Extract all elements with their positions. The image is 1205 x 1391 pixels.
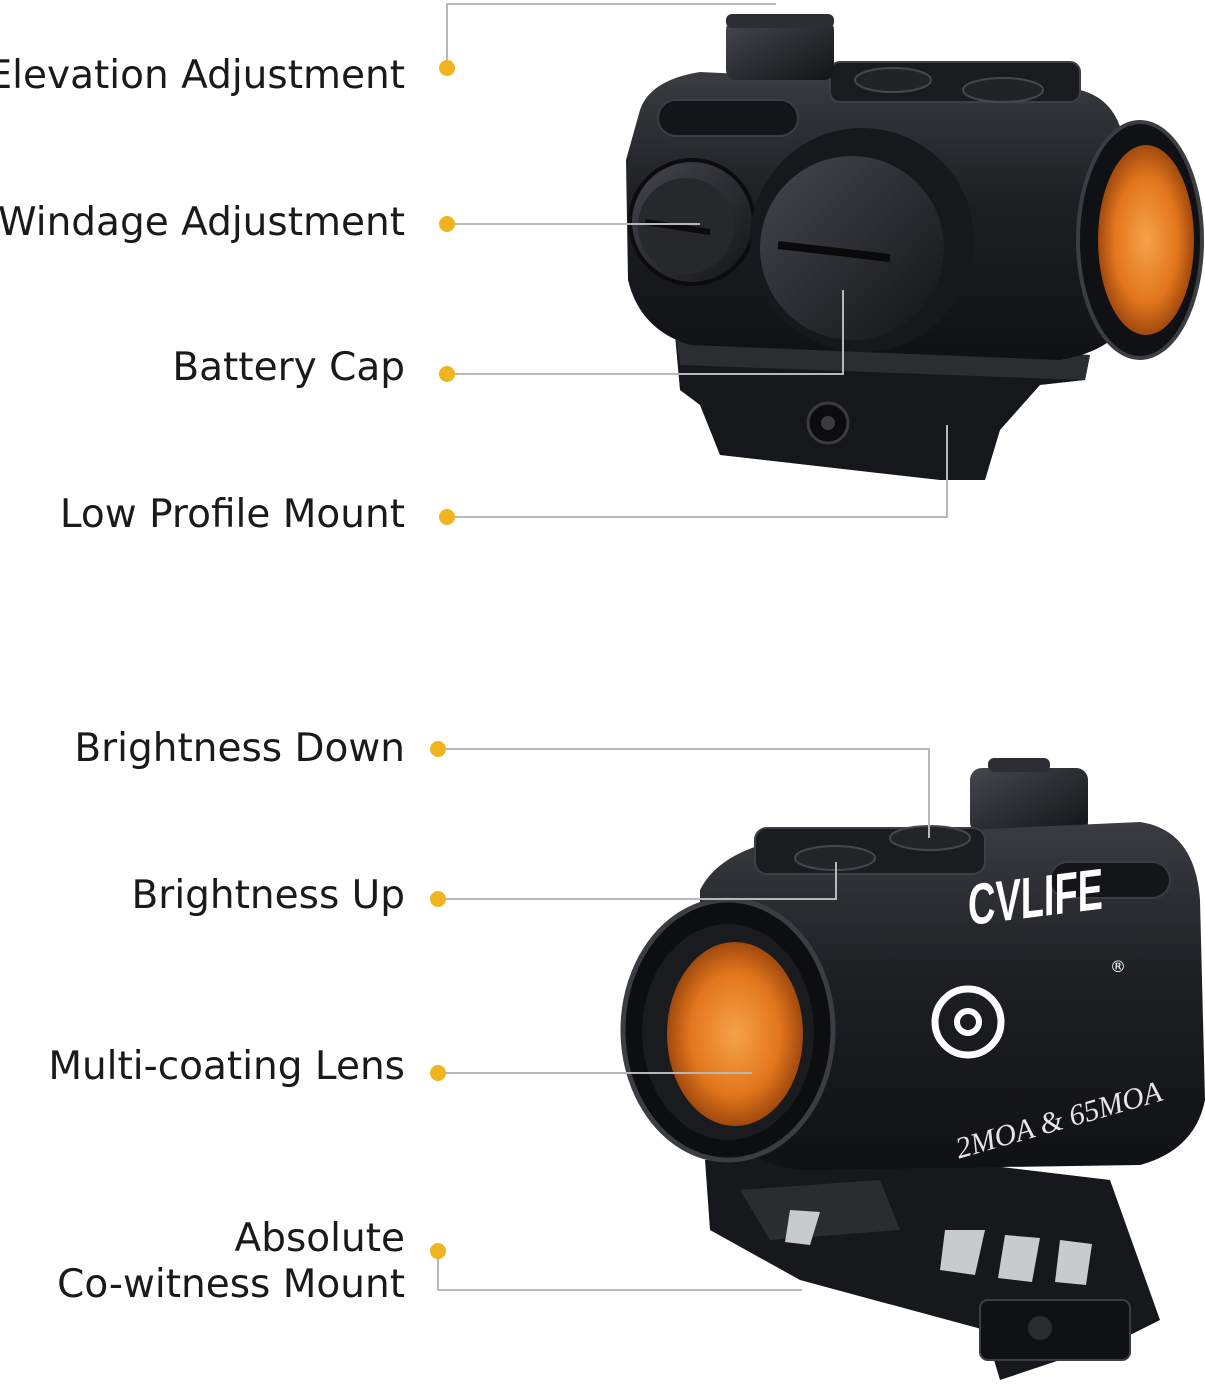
label-elevation-adjustment: Elevation Adjustment	[0, 53, 405, 98]
leader-cowitness	[437, 1251, 802, 1291]
label-absolute: Absolute	[234, 1216, 405, 1261]
bottom-scope: CVLIFE ® 2MOA & 65MOA	[620, 758, 1205, 1380]
leader-lines	[437, 3, 948, 1291]
top-scope	[626, 14, 1204, 480]
label-low-profile-mount: Low Profile Mount	[59, 492, 405, 537]
leader-elevation	[446, 3, 776, 68]
callout-dot-elevation	[439, 60, 455, 76]
top-lens-icon	[1098, 145, 1194, 335]
callout-dot-cowitness	[430, 1243, 446, 1259]
callout-dot-mount	[439, 509, 455, 525]
callout-dot-lens	[430, 1065, 446, 1081]
label-brightness-up: Brightness Up	[131, 873, 405, 918]
callout-dot-brightness-down	[430, 741, 446, 757]
bottom-lens-icon	[667, 942, 803, 1126]
leader-brightness-up	[438, 862, 837, 900]
callout-dot-windage	[439, 216, 455, 232]
label-brightness-down: Brightness Down	[74, 726, 405, 771]
label-battery-cap: Battery Cap	[172, 345, 405, 390]
callout-dot-battery	[439, 366, 455, 382]
leader-battery	[447, 290, 844, 375]
leader-brightness-down	[438, 748, 930, 838]
callout-dot-brightness-up	[430, 891, 446, 907]
brand-logo-icon	[931, 985, 1005, 1059]
label-co-witness-mount: Co-witness Mount	[57, 1262, 405, 1307]
label-multi-coating-lens: Multi-coating Lens	[48, 1044, 405, 1089]
leader-mount	[447, 425, 948, 518]
elevation-turret-icon	[726, 20, 834, 80]
registered-mark: ®	[1110, 957, 1126, 976]
label-windage-adjustment: Windage Adjustment	[0, 200, 405, 245]
